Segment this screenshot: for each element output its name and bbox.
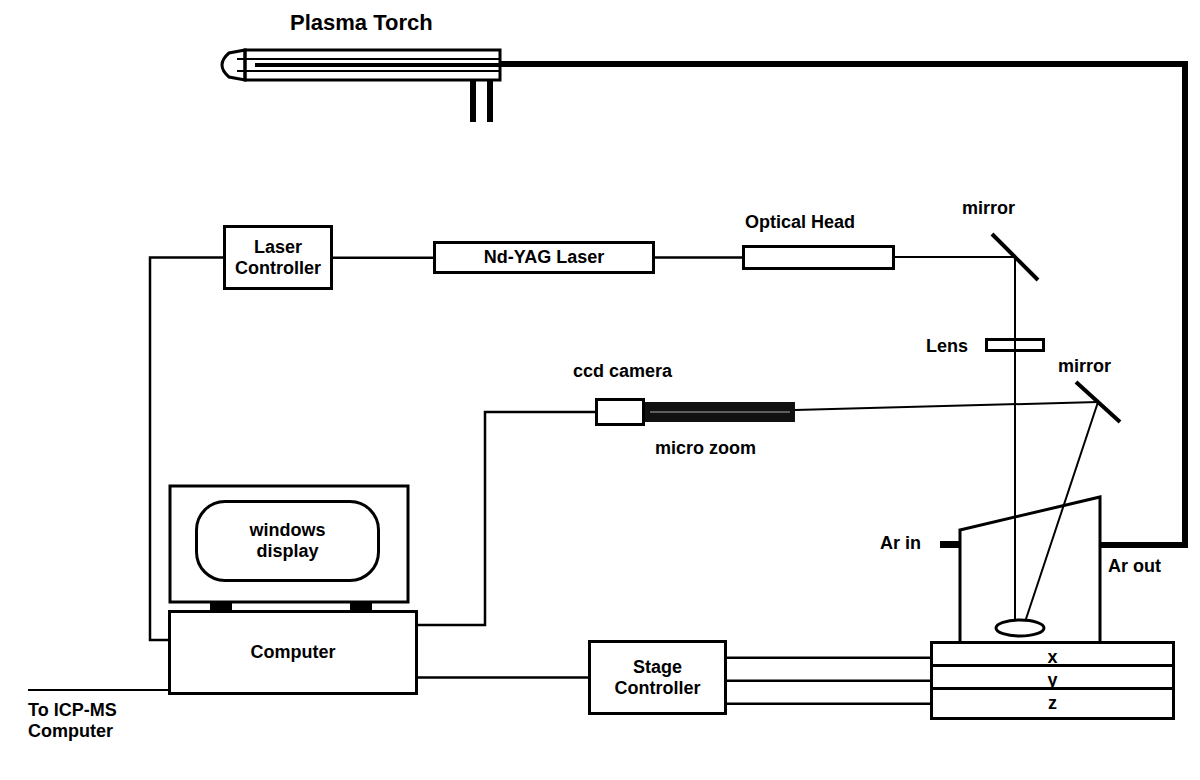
lens-box: Lens — [985, 338, 1045, 352]
node-caption: ccd camera — [573, 361, 672, 382]
monitor-frame — [170, 486, 408, 602]
plasma-torch: Plasma Torch — [215, 50, 500, 80]
controller-box: Stage Controller — [588, 640, 727, 715]
node-caption: Lens — [926, 336, 968, 357]
node-caption: Plasma Torch — [290, 10, 433, 35]
computer-box: Computer — [168, 610, 418, 695]
controller-box: Laser Controller — [223, 225, 333, 290]
monitor-foot — [350, 602, 372, 610]
icp-ms-link — [28, 689, 168, 691]
stage-axis: z — [930, 687, 1175, 720]
camera-box: ccd camera — [595, 398, 645, 426]
node-caption: Optical Head — [745, 212, 855, 233]
part-label: Ar out — [1108, 556, 1161, 577]
laser-beam — [895, 256, 1015, 258]
laser-box: Nd-YAG Laser — [433, 241, 655, 274]
part-label: mirror — [962, 198, 1015, 219]
signal-wire — [727, 656, 930, 659]
node-text: z — [1048, 693, 1057, 714]
signal-wire — [333, 256, 433, 259]
part-label: micro zoom — [655, 438, 756, 459]
mirror-symbol — [992, 234, 1038, 280]
signal-wire — [418, 676, 588, 679]
sample — [996, 620, 1044, 636]
display-screen: windows display — [195, 500, 380, 582]
argon-outlet-line — [500, 64, 1185, 545]
view-path — [795, 402, 1098, 410]
signal-wire — [727, 702, 930, 705]
signal-wire — [150, 258, 223, 641]
ablation-chamber — [960, 497, 1100, 645]
node-text: windows display — [228, 520, 348, 561]
part-label: Ar in — [880, 533, 921, 554]
node-text: Stage Controller — [591, 657, 724, 698]
signal-wire — [727, 679, 930, 682]
signal-wire — [655, 256, 742, 259]
micro-zoom-tube — [645, 402, 795, 422]
torch-shape — [215, 50, 500, 130]
part-label: mirror — [1058, 356, 1111, 377]
node-text: Nd-YAG Laser — [484, 247, 604, 268]
signal-wire — [418, 412, 595, 625]
monitor-foot — [210, 602, 232, 610]
optical-head-box: Optical Head — [742, 245, 895, 270]
argon-inlet — [940, 541, 960, 548]
node-text: Computer — [251, 642, 336, 663]
node-text: Laser Controller — [226, 237, 330, 278]
part-label: To ICP-MS Computer — [28, 700, 178, 741]
laser-beam — [1014, 257, 1016, 622]
micro-zoom-tube — [650, 411, 790, 413]
